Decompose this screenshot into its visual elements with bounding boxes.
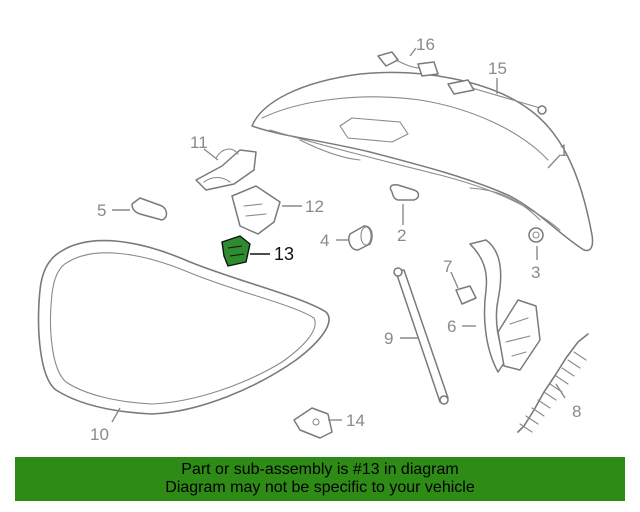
part-15-switch[interactable]	[447, 79, 547, 115]
callout-3: 3	[531, 263, 540, 282]
leader-lines	[111, 47, 566, 423]
callout-16: 16	[416, 35, 435, 54]
parts-diagram: 1 2 3 4 5 6 7 8 9 10 11 12 13 14 15 16	[37, 35, 594, 444]
callout-10: 10	[90, 425, 109, 444]
part-6-hinge[interactable]	[469, 239, 541, 373]
part-2-bumper[interactable]	[389, 184, 420, 201]
banner-line-2: Diagram may not be specific to your vehi…	[165, 479, 475, 496]
part-10-weatherstrip[interactable]	[37, 239, 330, 415]
callout-1: 1	[559, 141, 568, 160]
callout-5: 5	[97, 201, 106, 220]
part-16-connector[interactable]	[377, 51, 439, 77]
info-banner: Part or sub-assembly is #13 in diagram D…	[15, 457, 625, 501]
callout-14: 14	[346, 411, 365, 430]
callout-6: 6	[447, 317, 456, 336]
part-11-latch[interactable]	[195, 148, 257, 191]
part-12-bracket[interactable]	[231, 185, 281, 235]
callout-7: 7	[443, 257, 452, 276]
callout-12: 12	[305, 197, 324, 216]
part-4-plug[interactable]	[348, 225, 373, 251]
callout-4: 4	[320, 231, 329, 250]
part-14-bracket[interactable]	[293, 407, 333, 439]
part-1-trunk-lid[interactable]	[251, 71, 594, 252]
part-7-clip[interactable]	[455, 285, 477, 305]
callout-13: 13	[274, 244, 294, 264]
callout-8: 8	[572, 402, 581, 421]
callout-11: 11	[190, 133, 208, 152]
banner-line-1: Part or sub-assembly is #13 in diagram	[181, 461, 459, 478]
part-5-bumper-stop[interactable]	[131, 197, 168, 221]
part-13-highlighted[interactable]	[221, 235, 251, 267]
callout-labels: 1 2 3 4 5 6 7 8 9 10 11 12 13 14 15 16	[90, 35, 581, 444]
callout-2: 2	[397, 226, 406, 245]
callout-15: 15	[488, 59, 507, 78]
callout-9: 9	[384, 329, 393, 348]
part-8-spring[interactable]	[517, 333, 589, 433]
part-9-strut[interactable]	[393, 267, 449, 405]
part-3-grommet[interactable]	[528, 227, 544, 243]
